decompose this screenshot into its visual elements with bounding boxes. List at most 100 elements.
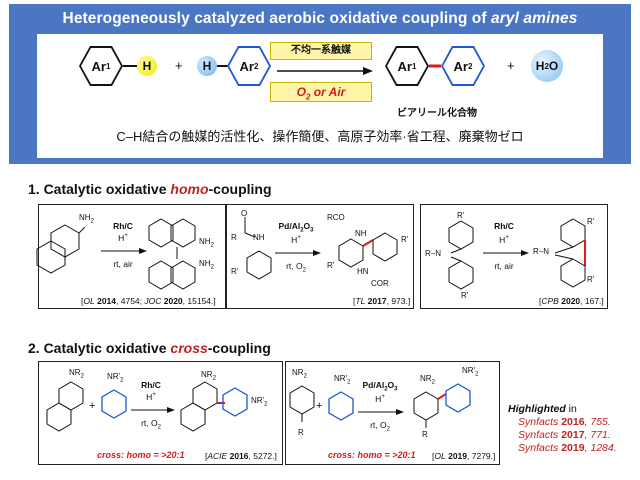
highlight-heading: Highlighted in — [508, 403, 577, 415]
reactant2-nrp2: NR'2 — [107, 372, 124, 384]
acid-label: H+ — [146, 392, 156, 402]
title-emphasis: aryl amines — [491, 10, 578, 27]
acid-label: H+ — [375, 394, 385, 404]
reference-4: [ACIE 2016, 5272.] — [205, 451, 277, 461]
naphthylamine-structure — [36, 224, 86, 274]
product-nrp2: NR'2 — [462, 366, 479, 378]
product-rn: R–N — [533, 247, 550, 256]
acid-label: H+ — [291, 235, 301, 245]
catalyst-rhc: Rh/C — [494, 221, 514, 231]
selectivity-label: cross: homo = >20:1 — [97, 450, 185, 460]
product-nr2: NR2 — [201, 370, 216, 382]
homo-rxn1-panel: NH2 Rh/C H+ rt, air NH2 NH2 [OL 2014, 47… — [36, 204, 226, 309]
product-rp-top: R' — [587, 217, 595, 226]
conditions-label: rt, O2 — [370, 420, 390, 433]
homo-rxn2-panel: O R NH R' Pd/Al2O3 H+ rt, O2 RCO NH R' R… — [226, 204, 414, 309]
section1-title: 1. Catalytic oxidative homo-coupling — [28, 181, 272, 197]
reference-2: [TL 2017, 973.] — [353, 296, 411, 306]
reactant2-nrp2: NR'2 — [334, 374, 351, 386]
aniline-blue-structure — [328, 391, 354, 421]
catalyst-pdal2o3: Pd/Al2O3 — [362, 380, 398, 393]
plus-sign: + — [89, 400, 96, 412]
plus-sign-2: + — [507, 58, 515, 73]
highlight-item: Synfacts 2019, 1284. — [518, 442, 617, 454]
reactant1-nr2: NR2 — [292, 368, 307, 380]
highlighted-in-list: Highlighted in Synfacts 2016, 755. Synfa… — [508, 403, 617, 455]
product-nrp2: NR'2 — [251, 396, 268, 408]
product-nh2-top: NH2 — [199, 237, 214, 249]
product-rco: RCO — [327, 213, 345, 222]
reactant1-nr2: NR2 — [69, 368, 84, 380]
plus-sign: + — [175, 58, 183, 73]
selectivity-label: cross: homo = >20:1 — [328, 450, 416, 460]
h-atom-right: H — [197, 56, 217, 76]
reactant-rn: R–N — [425, 249, 442, 258]
aryl-rp: R' — [231, 267, 239, 276]
product-rp-bottom: R' — [587, 275, 595, 284]
header-title: Heterogeneously catalyzed aerobic oxidat… — [9, 10, 631, 28]
oxidant-label: O2 or Air — [270, 82, 372, 102]
para-substituted-aniline — [289, 385, 315, 422]
binol-amine-structure — [148, 218, 196, 290]
catalyst-label: 不均一系触媒 — [270, 42, 372, 60]
reactant-rp-bottom: R' — [461, 291, 469, 300]
catalyst-rhc: Rh/C — [141, 380, 161, 390]
aniline-blue-structure — [101, 389, 127, 419]
biaryl-diamide-structure — [338, 232, 398, 268]
conditions-label: rt, O2 — [286, 261, 306, 274]
catalyst-pdal2o3: Pd/Al2O3 — [278, 221, 314, 234]
carbonyl-o: O — [241, 209, 248, 218]
reaction-arrow — [277, 67, 373, 75]
arrow — [101, 248, 147, 254]
product-label: ビアリール化合物 — [397, 108, 477, 119]
acid-label: H+ — [499, 235, 509, 245]
acid-label: H+ — [118, 233, 128, 243]
catalyst-rhc: Rh/C — [113, 221, 133, 231]
arrow — [275, 250, 321, 256]
bond-ar1-h — [123, 65, 137, 67]
highlight-item: Synfacts 2016, 755. — [518, 416, 611, 428]
conditions-label: rt, air — [494, 261, 514, 271]
highlight-item: Synfacts 2017, 771. — [518, 429, 611, 441]
arrow — [483, 250, 529, 256]
product-nh: NH — [355, 229, 367, 238]
reference-1: [OL 2014, 4754; JOC 2020, 15154.] — [81, 296, 216, 306]
header-subtitle: C–H結合の触媒的活性化、操作簡便、高原子効率·省工程、廃棄物ゼロ — [116, 129, 524, 144]
conditions-label: rt, air — [113, 259, 133, 269]
amide-nh: NH — [253, 233, 265, 242]
product-hn: HN — [357, 267, 369, 276]
product-cor: COR — [371, 279, 389, 288]
diarylamine-structure — [448, 220, 474, 290]
product-rp-left: R' — [327, 261, 335, 270]
product-rp-right: R' — [401, 235, 409, 244]
title-text: Heterogeneously catalyzed aerobic oxidat… — [62, 10, 492, 27]
homo-rxn3-panel: R' R–N R' Rh/C H+ rt, air R' R–N R' [CPB… — [420, 204, 608, 309]
bond-h-ar2 — [217, 65, 229, 67]
reactant-nh2: NH2 — [79, 213, 94, 225]
anilide-structure — [244, 217, 272, 280]
acyl-r: R — [231, 233, 237, 242]
header-panel: Heterogeneously catalyzed aerobic oxidat… — [9, 4, 631, 164]
cross-rxn1-panel: NR2 + NR'2 Rh/C H+ rt, O2 NR2 NR'2 cross… — [38, 361, 283, 465]
product-r: R — [422, 430, 428, 439]
reference-3: [CPB 2020, 167.] — [539, 296, 604, 306]
plus-sign: + — [316, 400, 323, 412]
arrow — [358, 409, 404, 415]
h-atom-left: H — [137, 56, 157, 76]
new-cc-bond — [429, 64, 441, 68]
reactant-rp-top: R' — [457, 211, 465, 220]
reactant1-r: R — [298, 428, 304, 437]
cross-rxn2-panel: NR2 R + NR'2 Pd/Al2O3 H+ rt, O2 NR2 NR'2… — [285, 361, 500, 465]
section2-title: 2. Catalytic oxidative cross-coupling — [28, 340, 271, 356]
cross-biaryl-structure — [180, 381, 248, 432]
naphthylamine-structure — [46, 381, 84, 432]
product-nh2-bottom: NH2 — [199, 259, 214, 271]
product-nr2: NR2 — [420, 374, 435, 386]
cross-biaryl-structure — [413, 383, 471, 428]
reference-5: [OL 2019, 7279.] — [432, 451, 496, 461]
